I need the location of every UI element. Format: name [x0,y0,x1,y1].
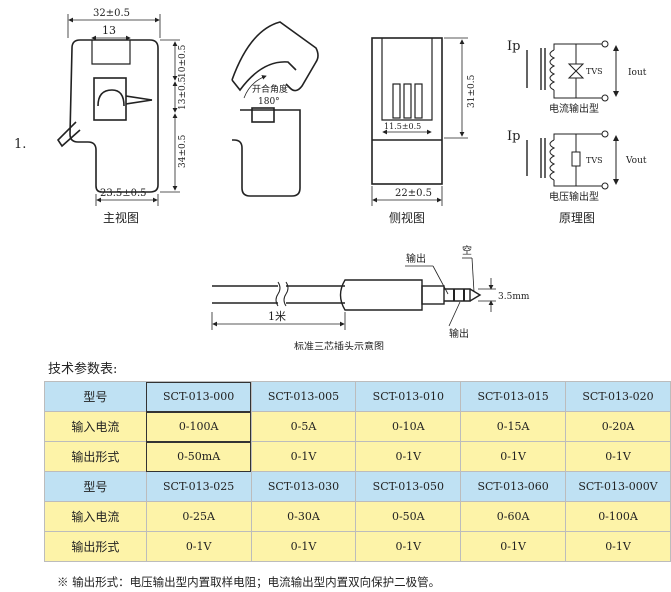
table-cell: 0-10A [355,411,462,442]
table-cell: 0-1V [460,441,567,472]
open-angle-label-1: 开合角度 [252,83,288,95]
table-cell: 0-50mA [145,441,252,472]
front-view-caption: 主视图 [103,210,139,225]
side-view-drawing [371,37,443,185]
open-angle-arrow [243,75,267,99]
plug-label-output-top: 输出 [406,252,426,265]
side-view-caption: 侧视图 [389,210,425,225]
table-cell: SCT-013-005 [250,381,357,412]
table-cell: SCT-013-010 [355,381,462,412]
table-cell: 0-15A [460,411,567,442]
footnote: ※ 输出形式：电压输出型内置取样电阻；电流输出型内置双向保护二极管。 [57,575,441,589]
front-dim-top-width: 32±0.5 [93,8,130,19]
table-cell: 0-1V [355,531,462,562]
principle-top-ip: Ip [507,39,520,54]
principle-voltage-diagram [526,130,619,190]
table-cell: SCT-013-060 [460,471,567,502]
principle-caption: 原理图 [559,211,595,225]
side-dim-bottom-width: 22±0.5 [395,188,432,199]
plug-drawing [212,279,482,311]
table-row-label: 型号 [44,381,147,412]
front-view-drawing [56,39,159,193]
table-cell: 0-20A [565,411,671,442]
front-dim-bottom-width: 23.5±0.5 [100,188,147,199]
front-dim-right-3: 34±0.5 [178,134,188,168]
technical-drawings: 32±0.5 13 10±0.5 13±0.5 34±0.5 23.5±0.5 … [56,8,647,350]
table-cell: 0-60A [460,501,567,532]
plug-caption: 标准三芯插头示意图 [294,340,384,350]
open-angle-label-2: 180° [258,97,280,107]
plug-dimensions [211,257,496,330]
table-cell: SCT-013-000V [565,471,671,502]
table-cell: 0-5A [250,411,357,442]
table-row-label: 输出形式 [44,441,147,472]
principle-top-tvs: TVS [586,67,603,76]
plug-label-length: 1米 [268,310,286,323]
table-cell: 0-1V [565,441,671,472]
principle-bottom-type: 电压输出型 [549,190,599,203]
front-dim-right-2: 13±0.5 [178,76,188,110]
principle-current-diagram [526,40,619,102]
table-cell: 0-1V [145,531,252,562]
table-row-label: 输入电流 [44,501,147,532]
page-number: 1. [14,137,27,152]
params-title: 技术参数表: [48,362,118,377]
table-row-label: 输出形式 [44,531,147,562]
table-cell: 0-100A [565,501,671,532]
table-cell: SCT-013-015 [460,381,567,412]
plug-label-empty: 空 [462,244,472,257]
front-view-dimensions [67,14,180,206]
table-cell: 0-1V [250,441,357,472]
principle-bottom-ip: Ip [507,129,520,144]
table-cell: SCT-013-050 [355,471,462,502]
table-cell: 0-1V [250,531,357,562]
table-cell: 0-100A [145,411,252,442]
front-dim-right-1: 10±0.5 [178,44,188,78]
table-cell: SCT-013-020 [565,381,671,412]
table-cell: SCT-013-025 [145,471,252,502]
table-cell: SCT-013-030 [250,471,357,502]
table-cell: 0-50A [355,501,462,532]
table-row-label: 型号 [44,471,147,502]
principle-top-type: 电流输出型 [549,102,599,115]
side-dim-height: 31±0.5 [467,74,477,108]
table-cell: SCT-013-000 [145,381,252,412]
table-cell: 0-1V [565,531,671,562]
table-cell: 0-25A [145,501,252,532]
table-cell: 0-30A [250,501,357,532]
side-view-dimensions [371,37,468,206]
plug-label-output-bottom: 输出 [449,327,469,340]
table-cell: 0-1V [460,531,567,562]
table-row-label: 输入电流 [44,411,147,442]
plug-label-diameter: 3.5mm [498,292,530,302]
table-cell: 0-1V [355,441,462,472]
open-view-drawing [231,21,319,197]
principle-bottom-tvs: TVS [586,156,603,165]
front-dim-inner-width: 13 [102,24,116,37]
principle-bottom-out: Vout [625,156,647,166]
principle-top-out: Iout [628,68,647,78]
side-dim-pin-width: 11.5±0.5 [384,122,421,131]
